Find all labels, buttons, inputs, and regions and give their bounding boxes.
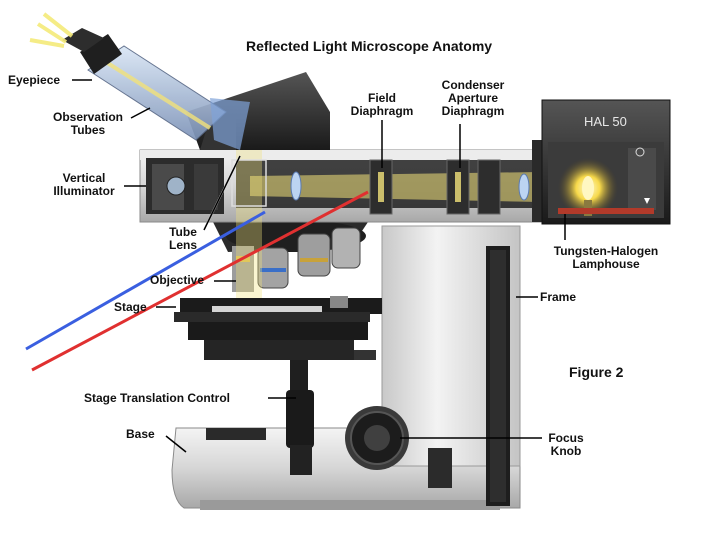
- eyepiece: [29, 12, 122, 74]
- leader-lines: [72, 79, 566, 453]
- observation-tubes: [87, 45, 250, 150]
- figure-label: Figure 2: [569, 364, 624, 380]
- reflected-ray: [31, 190, 369, 372]
- label-observation-tubes: Observation Tubes: [52, 110, 124, 137]
- label-vertical-illuminator: Vertical Illuminator: [53, 171, 115, 198]
- label-base: Base: [126, 427, 155, 441]
- stage-translation-control: [286, 356, 314, 475]
- label-eyepiece: Eyepiece: [8, 73, 61, 87]
- label-tube-lens: Tube Lens: [168, 225, 197, 252]
- diagram-title: Reflected Light Microscope Anatomy: [246, 38, 493, 54]
- tungsten-halogen-lamphouse: [532, 99, 671, 225]
- incident-ray: [25, 210, 266, 351]
- frame: [381, 225, 521, 506]
- label-tungsten-halogen-lamphouse: Tungsten-Halogen Lamphouse: [553, 244, 659, 271]
- field-diaphragm: [369, 159, 393, 215]
- label-field-diaphragm: Field Diaphragm: [350, 91, 414, 118]
- vertical-illuminator: [146, 158, 224, 214]
- objective: [232, 227, 361, 292]
- condenser-aperture-diaphragm: [446, 159, 501, 215]
- focus-knob: [345, 406, 409, 470]
- label-focus-knob: Focus Knob: [548, 431, 584, 458]
- label-condenser-aperture-diaphragm: Condenser Aperture Diaphragm: [441, 78, 505, 118]
- stage: [174, 296, 382, 360]
- label-objective: Objective: [150, 273, 205, 287]
- label-frame: Frame: [540, 290, 577, 304]
- label-stage-translation-control: Stage Translation Control: [84, 391, 231, 405]
- label-stage: Stage: [114, 300, 147, 314]
- lamp-badge: HAL 50: [584, 114, 627, 129]
